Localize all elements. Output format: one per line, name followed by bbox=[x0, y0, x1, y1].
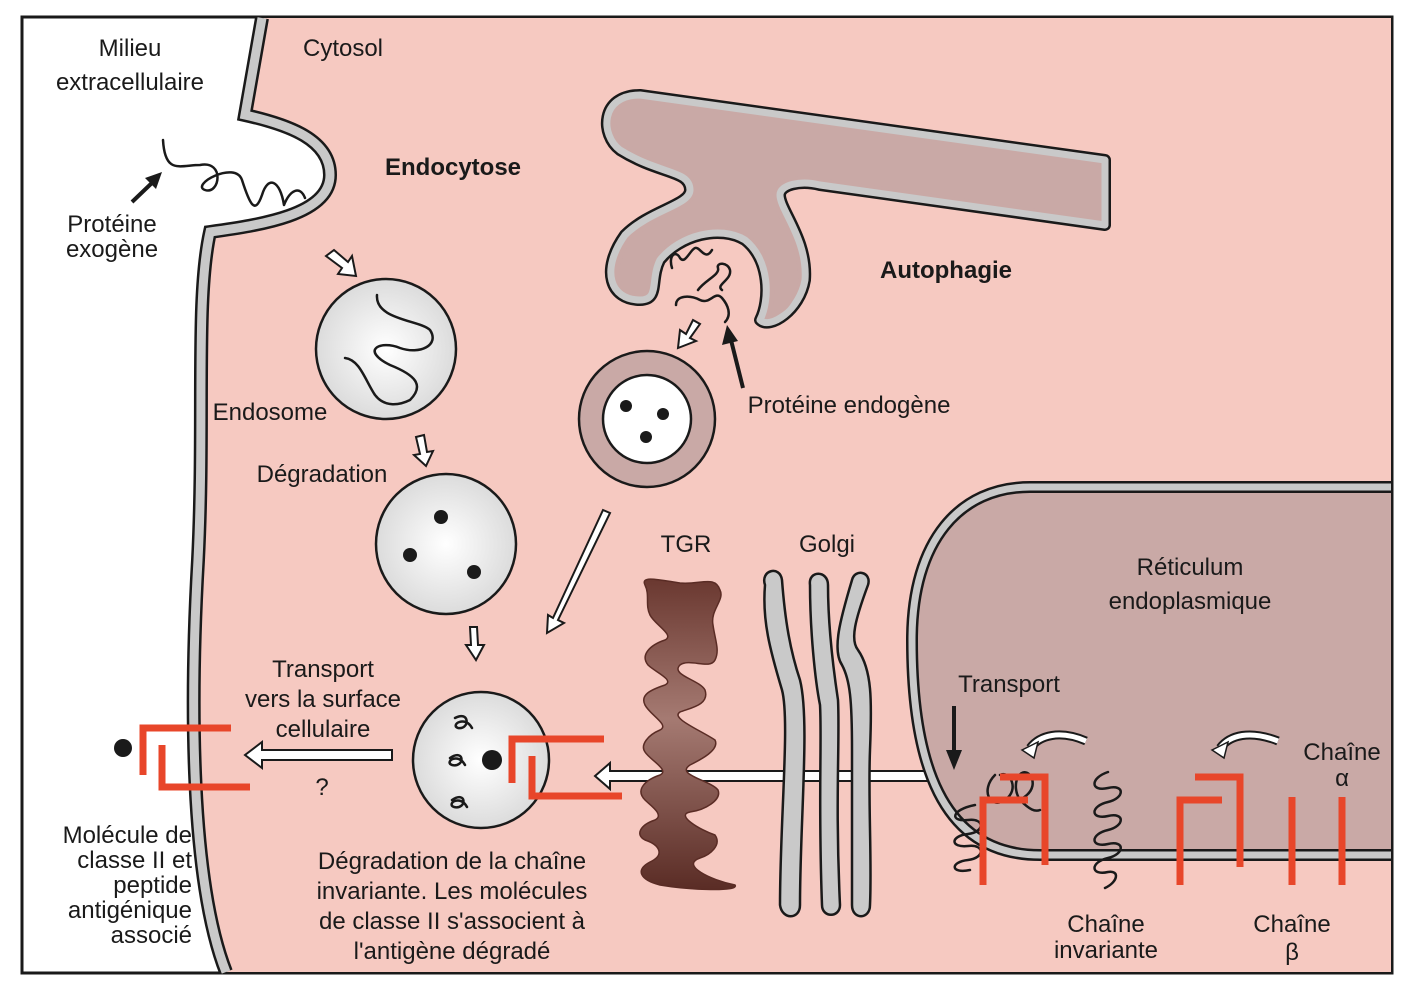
class-ii-in-compartment bbox=[508, 735, 622, 800]
label-invariant-degradation-2: invariante. Les molécules bbox=[317, 878, 588, 905]
black-arrow-endogenous bbox=[722, 325, 745, 389]
label-endocytosis: Endocytose bbox=[385, 154, 521, 181]
label-class-ii-5: associé bbox=[111, 922, 192, 949]
golgi-cisternae bbox=[762, 569, 873, 918]
plasma-membrane-fill bbox=[189, 17, 335, 974]
autophagosome bbox=[577, 349, 717, 489]
label-chain-alpha-2: α bbox=[1335, 765, 1349, 792]
curved-arrow-assembly-2 bbox=[1210, 730, 1280, 760]
endosome bbox=[314, 277, 458, 421]
label-endogenous: Protéine endogène bbox=[748, 392, 951, 419]
endoplasmic-reticulum-membrane bbox=[908, 483, 1391, 859]
black-arrow-transport bbox=[946, 706, 962, 770]
invariant-chain-coil bbox=[1093, 770, 1122, 890]
endogenous-protein bbox=[669, 246, 732, 324]
label-class-ii-2: classe II et bbox=[77, 847, 192, 874]
label-class-ii-1: Molécule de bbox=[63, 822, 192, 849]
tgr-trans-golgi-network bbox=[639, 578, 736, 891]
white-arrow-autophagy bbox=[676, 318, 702, 350]
label-degradation: Dégradation bbox=[257, 461, 388, 488]
white-arrow-autophagosome-to-compartment bbox=[545, 508, 612, 635]
label-invariant-1: Chaîne bbox=[1067, 911, 1144, 938]
label-invariant-degradation-3: de classe II s'associent à bbox=[319, 908, 586, 935]
white-arrow-endocytosis bbox=[324, 248, 358, 278]
label-tgr: TGR bbox=[661, 531, 712, 558]
curved-arrow-assembly-1 bbox=[1020, 730, 1088, 760]
class-ii-ii-complex bbox=[979, 773, 1049, 885]
mhc-loading-compartment bbox=[411, 690, 551, 830]
label-class-ii-4: antigénique bbox=[68, 897, 192, 924]
label-autophagy: Autophagie bbox=[880, 257, 1012, 284]
black-arrow-exogenous bbox=[130, 172, 162, 204]
label-invariant-2: invariante bbox=[1054, 937, 1158, 964]
label-chain-beta-2: β bbox=[1285, 939, 1299, 966]
label-er-1: Réticulum bbox=[1137, 554, 1244, 581]
label-invariant-degradation-1: Dégradation de la chaîne bbox=[318, 848, 586, 875]
class-ii-surface bbox=[114, 724, 250, 791]
label-extracellular-1: Milieu bbox=[99, 35, 162, 62]
label-cytosol: Cytosol bbox=[303, 35, 383, 62]
label-extracellular-2: extracellulaire bbox=[56, 69, 204, 96]
label-golgi: Golgi bbox=[799, 531, 855, 558]
exogenous-protein bbox=[161, 138, 307, 207]
label-question-mark: ? bbox=[315, 774, 328, 801]
class-ii-dimer-er bbox=[1176, 773, 1244, 885]
label-er-2: endoplasmique bbox=[1109, 588, 1272, 615]
label-exogenous-1: Protéine bbox=[67, 211, 156, 238]
label-endosome: Endosome bbox=[213, 399, 328, 426]
autophagy-lumen bbox=[616, 101, 1100, 316]
label-chain-beta-1: Chaîne bbox=[1253, 911, 1330, 938]
label-transport-surface-2: vers la surface bbox=[245, 686, 401, 713]
white-arrow-endosome-to-degradation bbox=[411, 433, 435, 468]
label-invariant-degradation-4: l'antigène dégradé bbox=[354, 938, 551, 965]
label-exogenous-2: exogène bbox=[66, 236, 158, 263]
label-chain-alpha-1: Chaîne bbox=[1303, 739, 1380, 766]
label-transport-er: Transport bbox=[958, 671, 1060, 698]
white-arrow-to-surface bbox=[243, 739, 393, 771]
label-transport-surface-1: Transport bbox=[272, 656, 374, 683]
white-arrow-degradation-to-compartment bbox=[464, 626, 486, 662]
label-transport-surface-3: cellulaire bbox=[276, 716, 371, 743]
degradation-vesicle bbox=[374, 472, 518, 616]
label-class-ii-3: peptide bbox=[113, 872, 192, 899]
